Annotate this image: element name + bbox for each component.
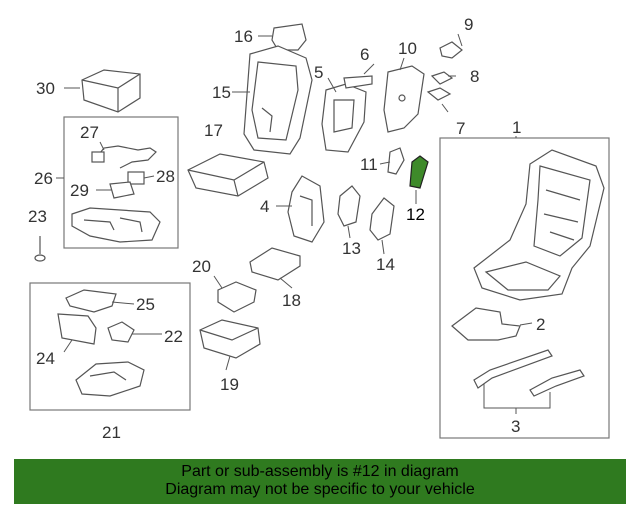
part-18[interactable] (249, 247, 301, 281)
callout-28: 28 (156, 167, 175, 186)
part-22[interactable] (107, 321, 135, 343)
callout-27: 27 (80, 123, 99, 142)
banner-line-1: Part or sub-assembly is #12 in diagram (181, 463, 459, 480)
callout-1: 1 (512, 118, 521, 137)
part-27[interactable] (91, 145, 157, 169)
callout-24: 24 (36, 349, 55, 368)
callout-6: 6 (360, 45, 369, 64)
part-9[interactable] (439, 41, 463, 59)
callout-18: 18 (282, 291, 301, 310)
callout-16: 16 (234, 27, 253, 46)
part-19[interactable] (199, 319, 261, 359)
callout-23: 23 (28, 207, 47, 226)
part-24[interactable] (57, 313, 97, 345)
group-box-26 (63, 116, 179, 249)
part-11[interactable] (387, 147, 405, 175)
info-banner: Part or sub-assembly is #12 in diagram D… (14, 459, 626, 504)
part-1[interactable] (473, 149, 605, 301)
part-17[interactable] (187, 153, 269, 197)
callout-2: 2 (536, 315, 545, 334)
part-15[interactable] (243, 45, 313, 155)
part-3[interactable] (473, 349, 585, 397)
part-4[interactable] (287, 175, 325, 243)
callout-29: 29 (70, 181, 89, 200)
group-box-21 (29, 282, 191, 411)
callout-3: 3 (511, 417, 520, 436)
callout-7: 7 (456, 119, 465, 138)
part-12[interactable] (409, 155, 429, 189)
part-29[interactable] (109, 181, 135, 199)
part-6[interactable] (343, 75, 373, 89)
callout-5: 5 (314, 63, 323, 82)
part-30[interactable] (81, 69, 141, 113)
callout-4: 4 (260, 197, 269, 216)
banner-line-2: Diagram may not be specific to your vehi… (165, 481, 475, 498)
part-13[interactable] (337, 185, 361, 227)
part-23[interactable] (34, 236, 46, 262)
part-21-tray[interactable] (75, 361, 145, 397)
part-2[interactable] (451, 307, 521, 341)
callout-30: 30 (36, 79, 55, 98)
callout-14: 14 (376, 255, 395, 274)
callout-20: 20 (192, 257, 211, 276)
callout-26: 26 (34, 169, 53, 188)
callout-15: 15 (212, 83, 231, 102)
callout-9: 9 (464, 15, 473, 34)
part-5[interactable] (321, 83, 367, 153)
callout-13: 13 (342, 239, 361, 258)
part-cupholder-tray[interactable] (71, 207, 161, 243)
part-7[interactable] (426, 87, 452, 101)
part-10[interactable] (383, 65, 425, 133)
callout-25: 25 (136, 295, 155, 314)
callout-8: 8 (470, 67, 479, 86)
callout-10: 10 (398, 39, 417, 58)
callout-22: 22 (164, 327, 183, 346)
callout-12: 12 (406, 205, 425, 224)
part-20[interactable] (217, 281, 257, 313)
part-16[interactable] (271, 23, 307, 51)
part-14[interactable] (369, 197, 395, 241)
part-25[interactable] (65, 289, 117, 313)
group-box-1 (439, 137, 610, 439)
callout-21: 21 (102, 423, 121, 442)
callout-17: 17 (204, 121, 223, 140)
callout-19: 19 (220, 375, 239, 394)
part-8[interactable] (430, 71, 454, 85)
callout-11: 11 (360, 155, 378, 174)
